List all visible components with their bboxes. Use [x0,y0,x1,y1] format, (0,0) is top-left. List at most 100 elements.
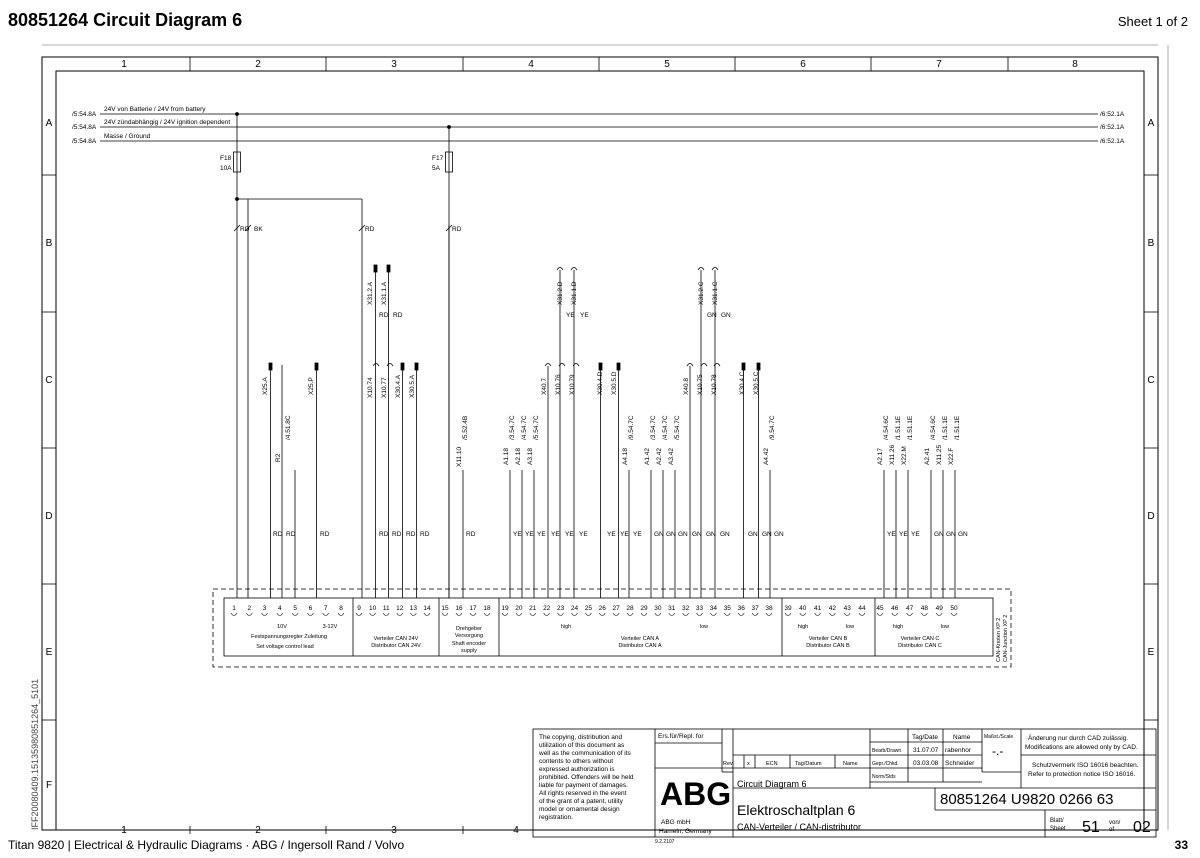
copyright-line: model or ornamental design [539,806,620,813]
terminal-number: 39 [784,605,792,612]
ref-label: X11.10 [456,446,463,467]
row-label: E [1148,647,1155,658]
form-code: 9.2.2107 [655,839,675,845]
terminal-number: 25 [585,605,593,612]
fuse-labels: F18 10A F17 5A [220,155,444,172]
wire-label: YE [579,531,588,538]
ref-label: A1.42 [644,448,651,465]
group-label: Distributor CAN A [618,643,661,649]
ref-label: /4.54.7C [662,415,669,440]
terminal-socket [455,612,463,616]
connector-label: X30.5.A [409,374,416,398]
terminal-socket [246,612,253,616]
terminal-number: 4 [278,605,282,612]
row-label: A [1148,118,1155,129]
frame-inner [55,70,1145,831]
terminal-number: 40 [799,605,807,612]
wire-label: GN [958,531,968,538]
connector-label: X40.8 [683,378,690,395]
wire-label: RD [393,312,403,319]
ref-label: A3.18 [527,448,534,465]
col-label: 8 [1072,59,1078,70]
wire-ticks-b [233,224,453,232]
ref-label: /1.51.1E [942,415,949,440]
row-dividers [42,174,1158,721]
col-name: Name [953,734,971,741]
group-label: high [798,624,808,630]
terminal-socket [765,612,773,616]
row-label: B [1148,238,1155,249]
col-label: 4 [513,825,519,836]
rail-label: Masse / Ground [104,133,151,140]
terminal-socket [585,612,592,616]
terminal-socket [483,612,491,616]
fuse-f18-name: F18 [220,155,232,162]
company-location: Hameln, Germany [659,828,712,835]
copyright-line: utilization of this document as [539,742,625,749]
terminal-socket [668,612,675,616]
col-label: 4 [528,59,534,70]
connector-label: X31.2.D [557,281,564,305]
terminal-number: 33 [696,605,704,612]
footer-text: Titan 9820 | Electrical & Hydraulic Diag… [8,838,405,852]
group-label: Distributor CAN C [898,643,942,649]
wire-label: BK [254,226,263,233]
scale-label: Maßst./Scale [984,734,1013,740]
connector-label: X10.77 [381,377,388,398]
connector-label: X10.76 [555,374,562,395]
copyright-line: expressed authorization is [539,766,615,773]
wire-label: RD [320,531,330,538]
group-label: Distributor CAN 24V [371,643,421,649]
connector-label: X31.1.A [381,281,388,305]
sheet-indicator: Sheet 1 of 2 [1117,14,1188,29]
connector-label: X30.5.C [753,371,760,395]
terminal-number: 9 [357,605,361,612]
ref-label: /1.51.1E [895,415,902,440]
terminal-number: 21 [529,605,537,612]
connector-label: X31.1.D [571,281,578,305]
col-label: 2 [255,59,261,70]
terminal-socket [599,612,606,616]
ref-label: A2.17 [877,448,884,465]
terminal-number: 12 [396,605,404,612]
terminal-socket [935,612,943,616]
connector-label: X30.4.D [597,371,604,395]
terminal-socket [396,612,404,616]
bearb-date: 31.07.07 [913,747,939,754]
terminal-number: 41 [814,605,822,612]
ref-wires [294,470,956,598]
connector-mid-labels: X25.A X25.P X10.74 X10.77 X30.4.A X30.5.… [262,371,760,398]
von-label: von/ [1109,820,1121,826]
ref-label: /1.51.1E [907,415,914,440]
terminal-socket [751,612,759,616]
connector-top-group [373,264,719,598]
gepr-name: Schneider [945,760,975,767]
connector-mid-group [268,362,761,598]
ref-label: X22.F [948,448,955,465]
terminal-number: 3 [263,605,267,612]
wire-labels-top: RD RD YE YE GN GN [379,312,731,319]
terminal-number: 36 [738,605,746,612]
terminal-socket [369,612,376,616]
terminal-socket [410,612,417,616]
ref-label: X11.26 [889,444,896,465]
cad-note-de: Änderung nur durch CAD zulässig. [1028,734,1128,742]
connector-label: X10.75 [697,374,704,395]
wire-label: YE [513,531,522,538]
wire-label: GN [720,531,730,538]
terminal-number: 42 [829,605,837,612]
wire-label: RD [379,531,389,538]
connector-label: X10.74 [367,377,374,398]
bearb-name: rabenhor [945,747,972,754]
col-tag: Tag/Date [912,734,938,741]
rail-ref-right: /6:52.1A [1100,124,1125,131]
col-label: 5 [664,59,670,70]
row-label: D [45,511,52,522]
connector-label: X10.79 [569,374,576,395]
fuse-f17-name: F17 [432,155,444,162]
connector-label: X25.P [308,377,315,395]
ref-label: A1.18 [503,448,510,465]
ref-label: /5.52.4B [462,416,469,440]
wire-label: GN [748,531,758,538]
